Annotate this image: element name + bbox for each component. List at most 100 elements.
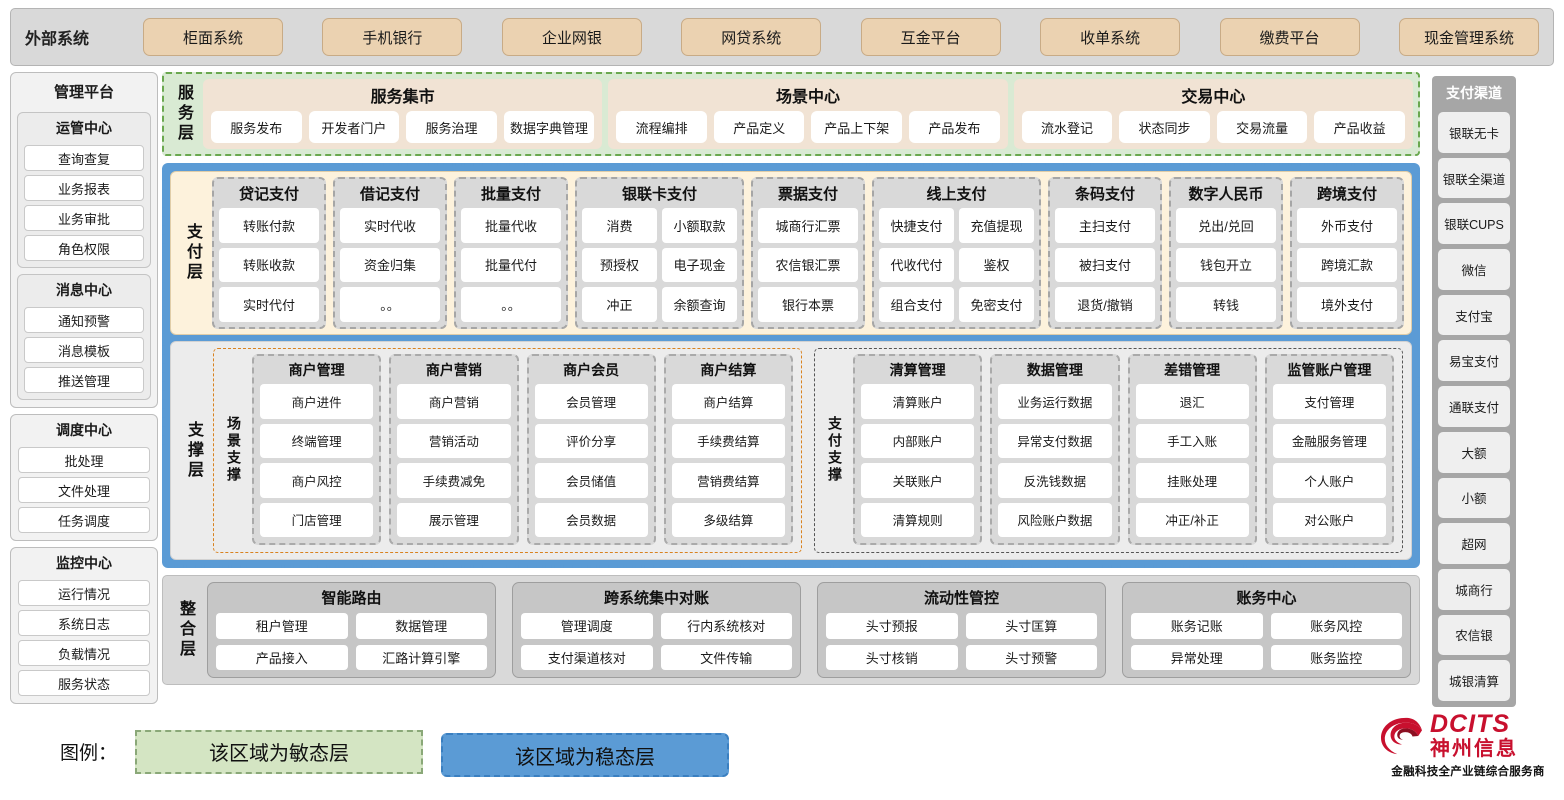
mgmt-item[interactable]: 运行情况 (18, 580, 150, 606)
payment-cell[interactable]: 实时代付 (219, 287, 319, 322)
integration-cell[interactable]: 文件传输 (660, 644, 792, 670)
support-item[interactable]: 反洗钱数据 (998, 463, 1112, 498)
support-item[interactable]: 展示管理 (397, 502, 511, 537)
support-item[interactable]: 营销费结算 (671, 463, 785, 498)
support-item[interactable]: 风险账户数据 (998, 502, 1112, 537)
service-chip[interactable]: 流水登记 (1021, 111, 1113, 143)
support-item[interactable]: 多级结算 (671, 502, 785, 537)
mgmt-item[interactable]: 通知预警 (24, 307, 144, 333)
service-chip[interactable]: 开发者门户 (308, 111, 400, 143)
payment-cell[interactable]: 钱包开立 (1176, 247, 1276, 283)
external-system-chip[interactable]: 互金平台 (860, 18, 1001, 56)
payment-cell[interactable]: 批量代收 (461, 208, 561, 243)
mgmt-item[interactable]: 推送管理 (24, 367, 144, 393)
support-item[interactable]: 门店管理 (260, 502, 374, 537)
support-item[interactable]: 商户进件 (260, 384, 374, 419)
external-system-chip[interactable]: 收单系统 (1040, 18, 1181, 56)
payment-cell[interactable]: 跨境汇款 (1297, 247, 1397, 283)
channel-item[interactable]: 农信银 (1438, 614, 1510, 656)
integration-cell[interactable]: 租户管理 (216, 613, 348, 639)
support-item[interactable]: 对公账户 (1272, 502, 1386, 537)
channel-item[interactable]: 银联全渠道 (1438, 157, 1510, 199)
support-item[interactable]: 业务运行数据 (998, 384, 1112, 419)
payment-cell[interactable]: 城商行汇票 (758, 208, 858, 243)
payment-cell[interactable]: 退货/撤销 (1055, 287, 1155, 322)
mgmt-item[interactable]: 消息模板 (24, 337, 144, 363)
support-item[interactable]: 清算账户 (861, 384, 975, 419)
support-item[interactable]: 内部账户 (861, 423, 975, 458)
support-item[interactable]: 会员储值 (534, 463, 648, 498)
payment-cell[interactable]: 消费 (582, 208, 657, 243)
support-item[interactable]: 清算规则 (861, 502, 975, 537)
support-item[interactable]: 营销活动 (397, 423, 511, 458)
integration-cell[interactable]: 账务监控 (1270, 644, 1402, 670)
external-system-chip[interactable]: 柜面系统 (143, 18, 283, 56)
payment-cell[interactable]: 余额查询 (662, 287, 737, 322)
support-item[interactable]: 会员管理 (534, 384, 648, 419)
support-item[interactable]: 金融服务管理 (1272, 423, 1386, 458)
support-item[interactable]: 终端管理 (260, 423, 374, 458)
payment-cell[interactable]: 快捷支付 (879, 208, 954, 243)
payment-cell[interactable]: 外币支付 (1297, 208, 1397, 243)
integration-cell[interactable]: 账务记账 (1131, 613, 1263, 639)
service-chip[interactable]: 数据字典管理 (503, 111, 595, 143)
integration-cell[interactable]: 行内系统核对 (660, 613, 792, 639)
integration-cell[interactable]: 支付渠道核对 (521, 644, 653, 670)
mgmt-item[interactable]: 业务报表 (24, 175, 144, 201)
payment-cell[interactable]: 实时代收 (340, 208, 440, 243)
service-chip[interactable]: 交易流量 (1216, 111, 1308, 143)
support-item[interactable]: 手工入账 (1135, 423, 1249, 458)
mgmt-item[interactable]: 系统日志 (18, 610, 150, 636)
support-item[interactable]: 商户风控 (260, 463, 374, 498)
payment-cell[interactable]: 鉴权 (959, 247, 1034, 283)
support-item[interactable]: 手续费结算 (671, 423, 785, 458)
integration-cell[interactable]: 账务风控 (1270, 613, 1402, 639)
support-item[interactable]: 异常支付数据 (998, 423, 1112, 458)
external-system-chip[interactable]: 企业网银 (501, 18, 642, 56)
mgmt-item[interactable]: 任务调度 (18, 507, 150, 533)
mgmt-item[interactable]: 查询查复 (24, 145, 144, 171)
payment-cell[interactable]: 主扫支付 (1055, 208, 1155, 243)
payment-cell[interactable]: 免密支付 (959, 287, 1034, 322)
mgmt-item[interactable]: 角色权限 (24, 235, 144, 261)
support-item[interactable]: 支付管理 (1272, 384, 1386, 419)
mgmt-item[interactable]: 批处理 (18, 447, 150, 473)
mgmt-item[interactable]: 负载情况 (18, 640, 150, 666)
channel-item[interactable]: 微信 (1438, 249, 1510, 290)
service-chip[interactable]: 产品发布 (909, 111, 1000, 143)
channel-item[interactable]: 易宝支付 (1438, 340, 1510, 382)
support-item[interactable]: 商户营销 (397, 384, 511, 419)
payment-cell[interactable]: 电子现金 (662, 247, 737, 283)
payment-cell[interactable]: 转账收款 (219, 247, 319, 283)
support-item[interactable]: 冲正/补正 (1135, 502, 1249, 537)
channel-item[interactable]: 城银清算 (1438, 660, 1510, 701)
payment-cell[interactable]: 。。 (461, 287, 561, 322)
service-chip[interactable]: 流程编排 (616, 111, 707, 143)
support-item[interactable]: 个人账户 (1272, 463, 1386, 498)
payment-cell[interactable]: 转钱 (1176, 287, 1276, 322)
mgmt-item[interactable]: 文件处理 (18, 477, 150, 503)
external-system-chip[interactable]: 现金管理系统 (1398, 18, 1539, 56)
channel-item[interactable]: 城商行 (1438, 568, 1510, 610)
payment-cell[interactable]: 被扫支付 (1055, 247, 1155, 283)
payment-cell[interactable]: 预授权 (582, 247, 657, 283)
channel-item[interactable]: 银联CUPS (1438, 203, 1510, 245)
payment-cell[interactable]: 农信银汇票 (758, 247, 858, 283)
service-chip[interactable]: 服务发布 (211, 111, 302, 143)
support-item[interactable]: 挂账处理 (1135, 463, 1249, 498)
channel-item[interactable]: 小额 (1438, 477, 1510, 519)
integration-cell[interactable]: 头寸预报 (826, 613, 958, 639)
external-system-chip[interactable]: 缴费平台 (1219, 18, 1360, 56)
channel-item[interactable]: 超网 (1438, 523, 1510, 564)
mgmt-item[interactable]: 业务审批 (24, 205, 144, 231)
service-chip[interactable]: 状态同步 (1119, 111, 1210, 143)
channel-item[interactable]: 大额 (1438, 431, 1510, 473)
integration-cell[interactable]: 数据管理 (355, 613, 487, 639)
payment-cell[interactable]: 资金归集 (340, 247, 440, 283)
payment-cell[interactable]: 冲正 (582, 287, 657, 322)
support-item[interactable]: 商户结算 (671, 384, 785, 419)
payment-cell[interactable]: 。。 (340, 287, 440, 322)
payment-cell[interactable]: 兑出/兑回 (1176, 208, 1276, 243)
payment-cell[interactable]: 境外支付 (1297, 287, 1397, 322)
support-item[interactable]: 手续费减免 (397, 463, 511, 498)
